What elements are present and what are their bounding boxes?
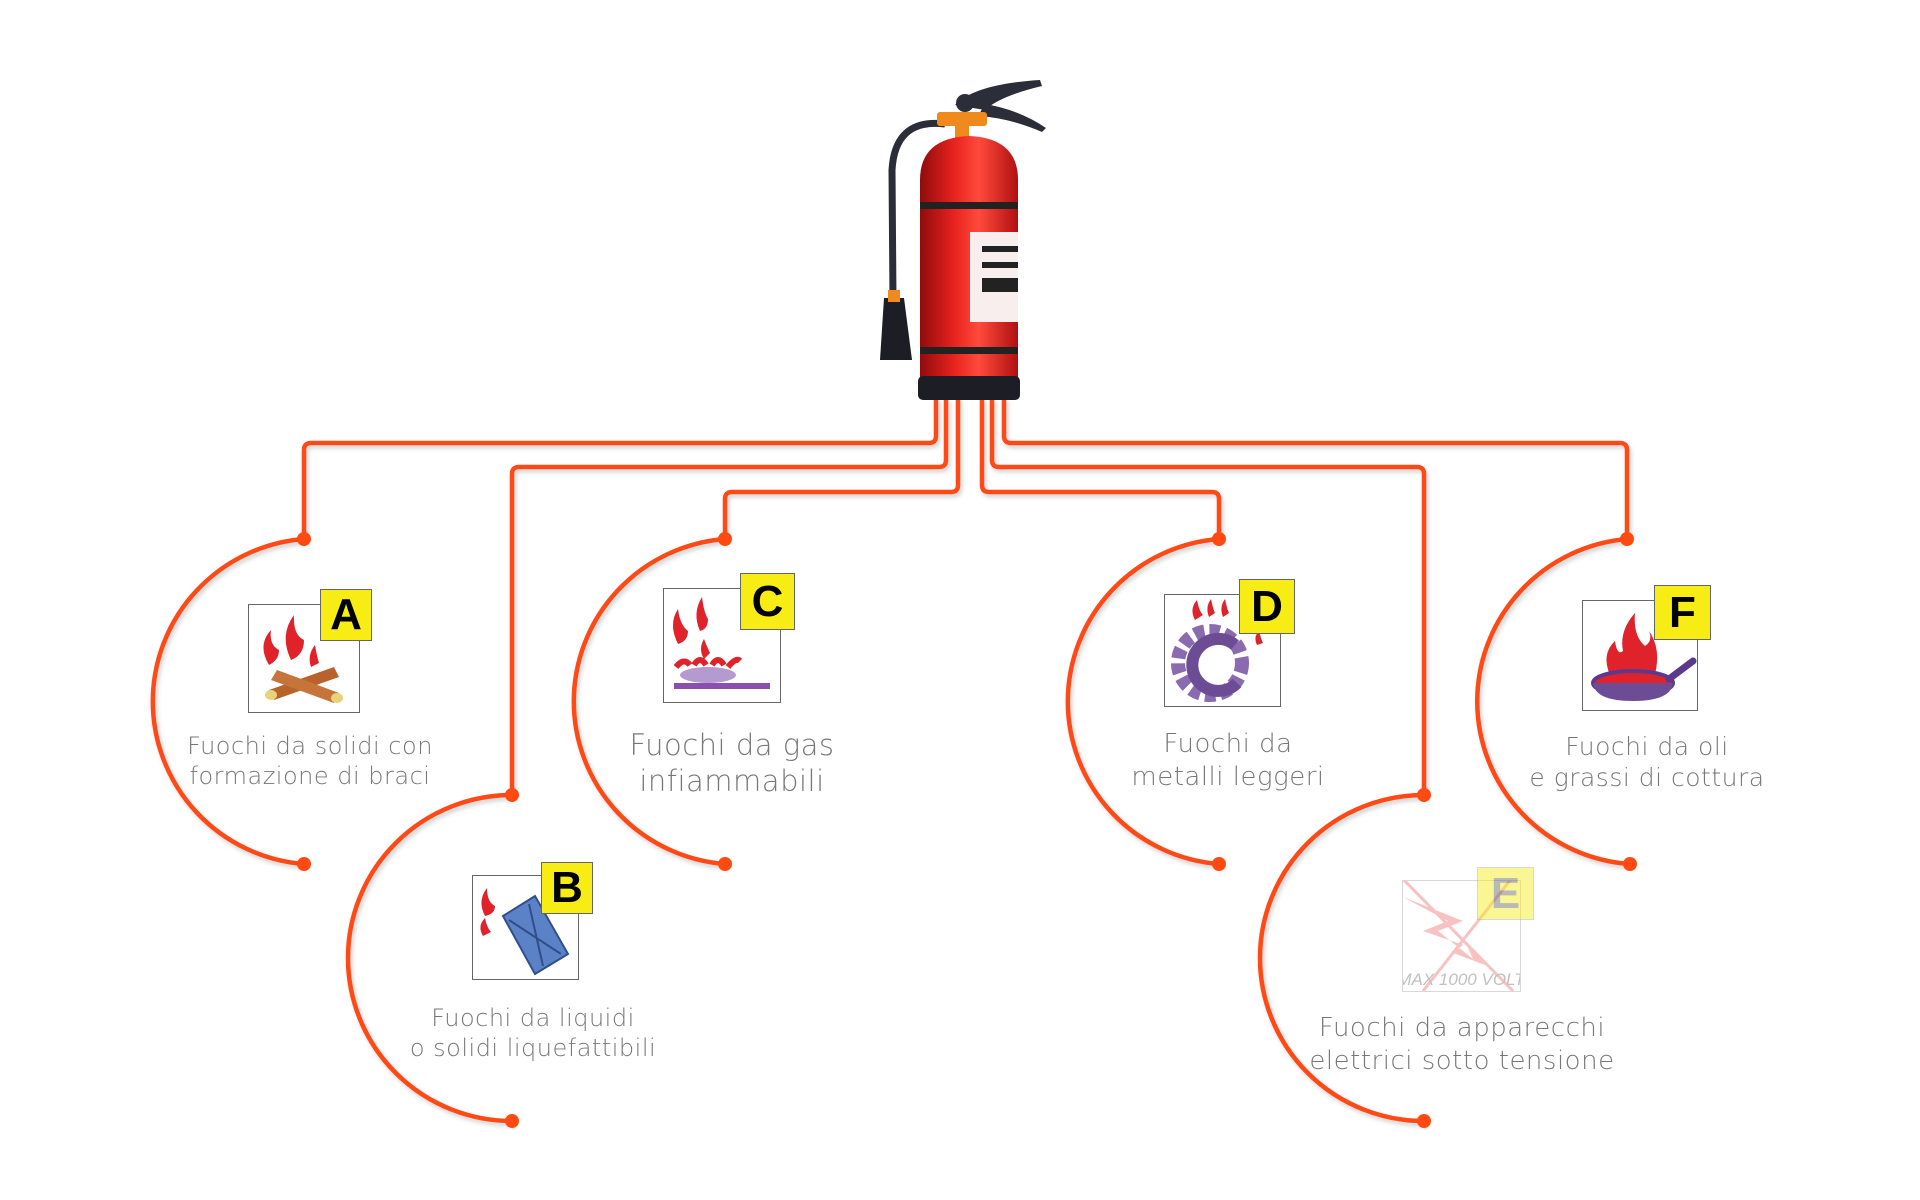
arc-f <box>1475 536 1633 867</box>
class-e-line1: Fuochi da apparecchi <box>1318 1013 1606 1043</box>
class-a-line2: formazione di braci <box>189 762 431 790</box>
class-f-line1: Fuochi da oli <box>1565 732 1729 761</box>
class-a-label: Fuochi da solidi con formazione di braci <box>187 731 433 791</box>
electrical-icon: MAX 1000 VOLT <box>1391 867 1526 993</box>
class-c-line1: Fuochi da gas <box>629 728 835 762</box>
arc-c <box>571 536 728 867</box>
class-e-icon-card: MAX 1000 VOLT <box>1391 867 1526 993</box>
class-e-icon-text: MAX 1000 VOLT <box>1403 970 1520 989</box>
fire-extinguisher-icon <box>880 80 1046 400</box>
connector-dots <box>297 532 1637 1128</box>
class-a-badge: A <box>320 589 372 641</box>
class-d-badge: D <box>1239 579 1295 634</box>
burning-logs-icon <box>263 615 343 703</box>
arc-d <box>1065 536 1222 867</box>
class-b-line2: o solidi liquefattibili <box>409 1034 657 1062</box>
arc-a <box>150 536 307 867</box>
connector-d <box>979 397 1222 542</box>
class-d-label: Fuochi da metalli leggeri <box>1131 728 1324 793</box>
connector-c <box>722 397 961 542</box>
class-b-line1: Fuochi da liquidi <box>431 1004 635 1032</box>
metal-gear-icon <box>1171 599 1263 702</box>
connector-e <box>989 397 1427 798</box>
class-b-label: Fuochi da liquidi o solidi liquefattibil… <box>410 1003 656 1063</box>
class-c-label: Fuochi da gas infiammabili <box>630 727 835 800</box>
class-d-line2: metalli leggeri <box>1131 761 1325 792</box>
class-f-badge: F <box>1654 585 1711 640</box>
class-f-line2: e grassi di cottura <box>1529 763 1765 793</box>
frying-pan-icon <box>1591 613 1697 701</box>
connector-f <box>1001 397 1630 542</box>
class-f-label: Fuochi da oli e grassi di cottura <box>1529 731 1764 794</box>
class-d-line1: Fuochi da <box>1163 729 1293 759</box>
class-e-line2: elettrici sotto tensione <box>1309 1045 1615 1076</box>
class-c-badge: C <box>740 573 795 630</box>
class-c-line2: infiammabili <box>639 764 825 799</box>
arc-e <box>1257 792 1427 1124</box>
connector-a <box>301 397 939 542</box>
class-f-icon-card <box>1582 600 1698 711</box>
class-e-badge: E <box>1477 867 1534 920</box>
class-a-line1: Fuochi da solidi con <box>187 732 433 760</box>
fuel-can-icon <box>480 888 570 976</box>
gas-burner-icon <box>673 597 770 689</box>
class-e-label: Fuochi da apparecchi elettrici sotto ten… <box>1309 1012 1614 1077</box>
connector-b <box>509 397 949 798</box>
class-b-badge: B <box>541 862 593 914</box>
arc-b <box>345 792 515 1124</box>
